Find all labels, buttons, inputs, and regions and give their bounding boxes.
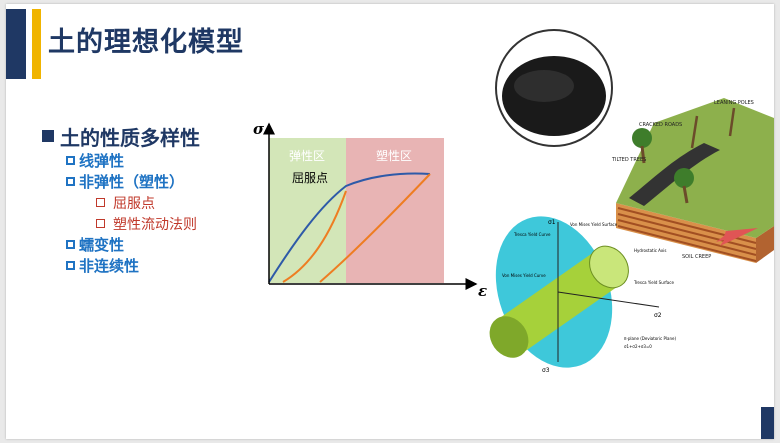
hollow-square-bullet-icon <box>66 156 75 165</box>
tree-trunk <box>640 145 646 164</box>
series-blue-curve <box>268 172 431 283</box>
tree-trunk <box>682 185 689 204</box>
label-pi-plane: π-plane (Deviatoric Plane) <box>624 336 676 341</box>
elastic-region-label: 弹性区 <box>289 149 325 163</box>
bullet-yield-point: 屈服点 <box>42 192 200 213</box>
stress-strain-chart: 弹性区 塑性区 屈服点 σ ε <box>253 120 487 300</box>
cylinder-end-far <box>589 245 629 289</box>
creep-direction-arrow-icon <box>716 228 758 246</box>
tree-icon <box>674 168 694 188</box>
label-pi-plane-equation: σ1+σ2+σ3=0 <box>624 344 652 349</box>
title-accent-bar-gold <box>32 9 41 79</box>
title-accent-bar <box>6 9 26 79</box>
sigma1-label: σ1 <box>548 219 556 226</box>
bullet-discontinuity: 非连续性 <box>42 255 200 276</box>
label-tilted-trees: TILTED TREES <box>611 157 646 163</box>
grass-surface <box>616 98 774 238</box>
cracked-road <box>629 143 720 206</box>
label-von-mises-surface: Von Mises Yield Surface <box>570 222 618 227</box>
x-axis-label: ε <box>478 282 487 300</box>
label-cracked-roads: CRACKED ROADS <box>639 122 682 128</box>
soil-creep-illustration: CRACKED ROADS LEANING POLES TILTED TREES… <box>495 29 774 263</box>
bullet-creep: 蠕变性 <box>42 234 200 255</box>
label-soil-creep: SOIL CREEP <box>682 254 711 260</box>
soil-pellets-highlight <box>514 70 574 102</box>
elastic-region <box>269 138 346 283</box>
soil-block-side <box>616 203 756 263</box>
label-hydrostatic-axis: Hydrostatic Axis <box>634 248 666 253</box>
leaning-pole <box>690 115 699 149</box>
bullet-flow-rule: 塑性流动法则 <box>42 213 200 234</box>
bullet-list: 土的性质多样性 线弹性 非弹性（塑性） 屈服点 塑性流动法则 蠕变性 非连续性 <box>42 122 200 276</box>
y-axis-label: σ <box>253 120 265 138</box>
square-bullet-icon <box>42 130 54 142</box>
soil-block-front <box>756 226 774 263</box>
bullet-inelastic: 非弹性（塑性） <box>42 171 200 192</box>
hollow-square-bullet-icon <box>66 240 75 249</box>
corner-accent-bar <box>761 407 774 439</box>
label-tresca-surface: Tresca Yield Surface <box>633 280 674 285</box>
plastic-region-label: 塑性区 <box>376 148 412 163</box>
leaning-pole <box>728 107 736 137</box>
sigma3-label: σ3 <box>542 367 550 374</box>
soil-layer-stripes <box>617 207 757 262</box>
yield-surface-illustration: σ1 σ2 σ3 Von Mises Yield Surface Von Mis… <box>489 216 676 374</box>
series-orange-curve <box>282 173 431 283</box>
hollow-square-bullet-icon <box>66 261 75 270</box>
label-von-mises-curve: Von Mises Yield Curve <box>502 273 546 278</box>
slide-title: 土的理想化模型 <box>48 27 244 58</box>
label-tresca-curve: Tresca Yield Curve <box>513 232 551 237</box>
hollow-square-bullet-icon <box>66 177 75 186</box>
sigma2-label: σ2 <box>654 312 662 319</box>
label-leaning-poles: LEANING POLES <box>714 100 754 106</box>
yield-point-label: 屈服点 <box>292 171 328 185</box>
hollow-square-bullet-icon <box>96 219 105 228</box>
hollow-square-bullet-icon <box>96 198 105 207</box>
main-bullet: 土的性质多样性 <box>42 122 200 150</box>
cylinder-end-near <box>489 316 529 358</box>
tree-icon <box>632 128 652 148</box>
bullet-linear-elastic: 线弹性 <box>42 150 200 171</box>
von-mises-cylinder <box>494 252 624 352</box>
sigma2-axis <box>557 291 660 308</box>
slide: 土的理想化模型 土的性质多样性 线弹性 非弹性（塑性） 屈服点 塑性流动法则 蠕… <box>6 4 774 439</box>
